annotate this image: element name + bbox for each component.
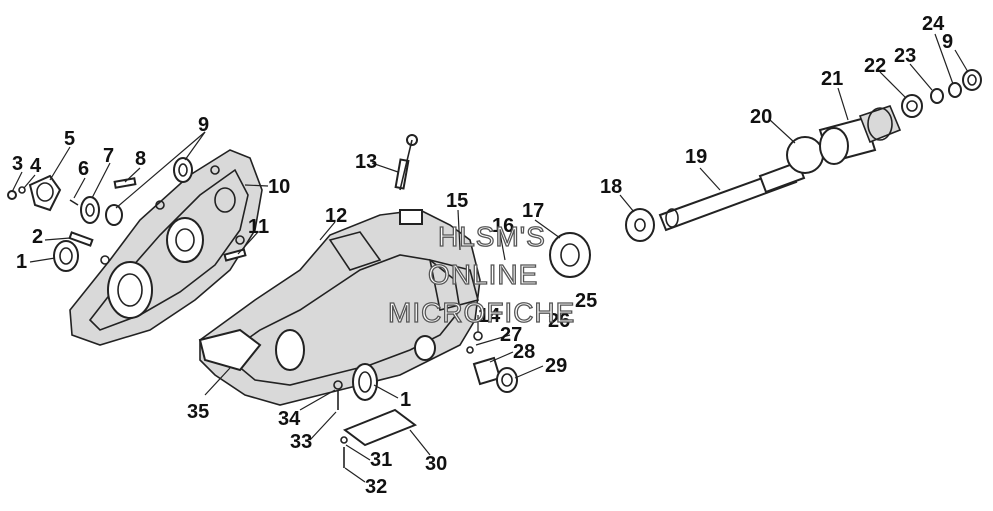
callout-21: 21 [821,68,843,90]
callout-24: 24 [922,13,945,35]
callout-10: 10 [268,176,290,198]
callout-numbers: 3 4 5 6 7 8 9 10 2 1 11 12 13 15 16 17 1… [12,13,953,498]
callout-8: 8 [135,148,146,170]
callout-31: 31 [370,449,392,471]
watermark: HLSM'S ONLINE MICROFICHE [387,220,575,328]
callout-12: 12 [325,205,347,227]
callout-6: 6 [78,158,89,180]
callout-4: 4 [30,155,42,177]
callout-32: 32 [365,476,387,498]
leader-lines [11,33,969,483]
cover-plate [69,149,263,346]
center-small-parts [333,134,591,468]
callout-30: 30 [425,453,447,475]
main-case [198,209,481,406]
callout-16: 16 [492,215,514,237]
watermark-line-2: ONLINE [428,259,538,290]
callout-7: 7 [103,145,114,167]
callout-14: 14 [478,305,501,327]
callout-2: 2 [32,226,43,248]
callout-13: 13 [355,151,377,173]
watermark-line-1: HLSM'S [438,221,546,252]
callout-1-center: 1 [400,389,411,411]
callout-22: 22 [864,55,886,77]
callout-15: 15 [446,190,468,212]
callout-34: 34 [278,408,301,430]
callout-20: 20 [750,106,772,128]
callout-18: 18 [600,176,622,198]
left-small-parts [7,157,247,272]
callout-29: 29 [545,355,567,377]
callout-23: 23 [894,45,916,67]
callout-35: 35 [187,401,209,423]
callout-17: 17 [522,200,544,222]
callout-3: 3 [12,153,23,175]
callout-1-left: 1 [16,251,27,273]
callout-33: 33 [290,431,312,453]
callout-11: 11 [248,216,269,238]
callout-27: 27 [500,324,522,346]
callout-26: 26 [548,310,570,332]
callout-28: 28 [513,341,535,363]
callout-5: 5 [64,128,75,150]
watermark-line-3: MICROFICHE [388,297,575,328]
callout-9-right: 9 [942,31,953,53]
callout-19: 19 [685,146,707,168]
shaft-assembly [625,69,982,242]
callout-25: 25 [575,290,597,312]
callout-9-left: 9 [198,114,209,136]
